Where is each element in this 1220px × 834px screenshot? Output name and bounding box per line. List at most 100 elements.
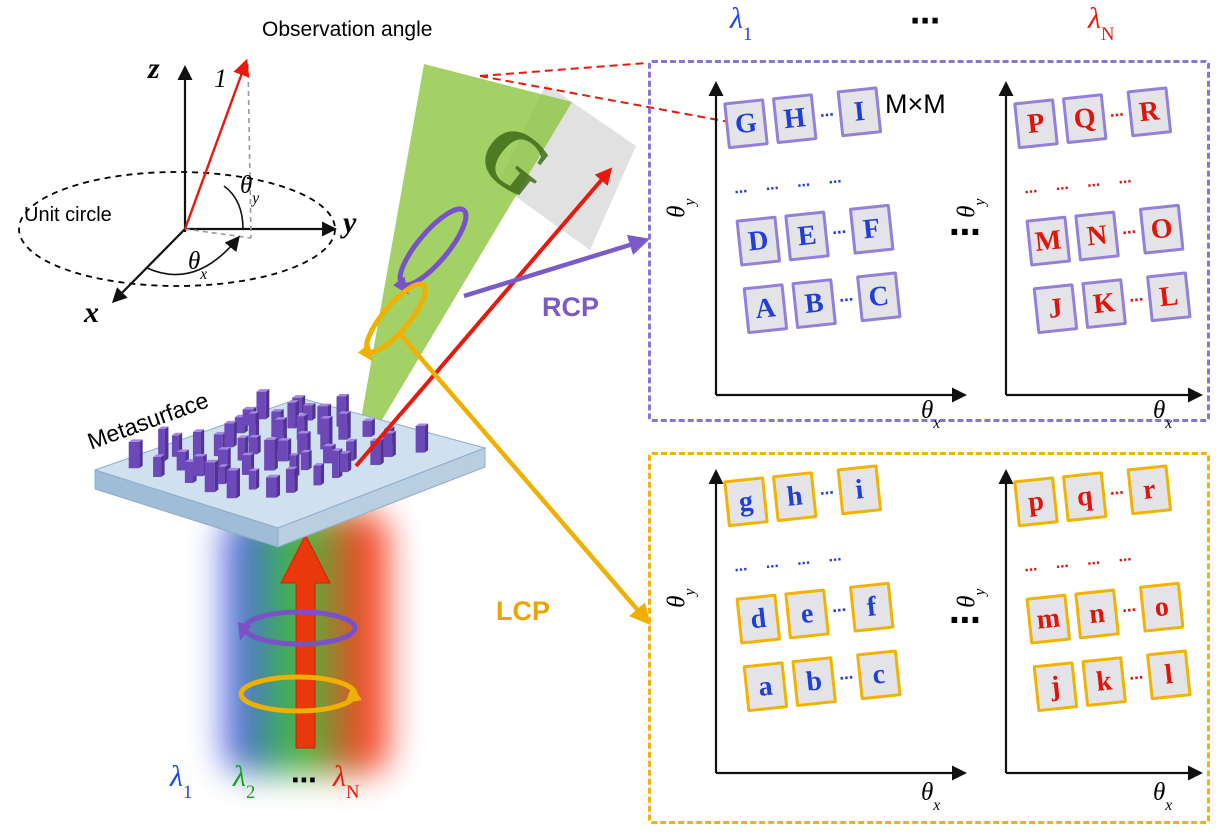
matrix-tile: q — [1061, 471, 1108, 523]
lcp-label: LCP — [496, 596, 550, 626]
lambda-sub: 1 — [183, 782, 193, 804]
nanopillar — [277, 440, 288, 462]
nanopillar — [176, 452, 186, 471]
lambda-symbol: λ — [170, 760, 183, 793]
matrix-tile: H — [771, 93, 818, 145]
z-axis-label: z — [148, 52, 160, 85]
matrix-tile: i — [836, 464, 883, 516]
theta-symbol: θ — [188, 248, 201, 275]
tile-row: j k ⋯ l — [1032, 649, 1192, 713]
lambda-sub: N — [346, 782, 360, 804]
header-lambda-N: λN — [1088, 2, 1114, 44]
nanopillar — [224, 423, 234, 448]
nanopillar — [256, 389, 270, 392]
lambda-ellipsis: ⋯ — [291, 766, 317, 796]
ellipsis: ⋯ — [1109, 106, 1125, 124]
theta-sub: y — [971, 588, 989, 596]
ellipsis: ⋯ — [1121, 601, 1138, 620]
ellipsis: ⋯ — [1128, 669, 1145, 687]
ellipsis: ⋯ — [1121, 223, 1138, 242]
matrix-tile: r — [1126, 464, 1173, 516]
matrix-tile: E — [784, 210, 830, 262]
lcp-left-theta-y: θy — [663, 589, 698, 608]
nanopillar — [347, 450, 352, 473]
nanopillar — [297, 430, 311, 434]
nanopillar — [320, 416, 333, 419]
nanopillar — [153, 456, 162, 477]
theta-sub: y — [252, 190, 260, 208]
tile-row: m n ⋯ o — [1025, 581, 1185, 645]
theta-y-arc — [223, 185, 244, 230]
nanopillar — [297, 433, 308, 455]
output-red-arrow — [354, 167, 613, 468]
projection-dashed-radial — [184, 228, 252, 239]
lambda-symbol: λ — [233, 760, 246, 793]
nanopillar — [255, 411, 260, 442]
matrix-tile: N — [1074, 210, 1120, 262]
matrix-tile: B — [791, 278, 837, 330]
lcp-left-theta-x: θx — [921, 779, 940, 814]
rcp-label: RCP — [542, 292, 600, 322]
lambda-2-label: λ2 — [233, 760, 255, 802]
nanopillar — [320, 418, 329, 450]
unit-length-label: 1 — [214, 64, 227, 93]
rcp-left-theta-x: θx — [921, 397, 940, 432]
nanopillar — [339, 450, 352, 454]
nanopillar — [353, 438, 357, 461]
unit-circle-label: Unit circle — [24, 204, 112, 226]
theta-sub: y — [681, 198, 699, 206]
projection-dashed-vertical — [247, 63, 252, 239]
ellipsis-row: ⋯ ⋯ ⋯ ⋯ — [733, 174, 845, 201]
nanopillar — [226, 470, 237, 499]
matrix-tile: D — [735, 215, 782, 267]
matrix-size-label: M×M — [885, 89, 946, 119]
nanopillar — [248, 434, 261, 438]
incident-rcp-ring-arrowhead — [238, 622, 252, 641]
tile-row: A B ⋯ C — [742, 271, 902, 335]
nanopillar — [328, 416, 333, 450]
nanopillar — [176, 449, 189, 453]
matrix-tile: M — [1025, 215, 1072, 267]
theta-symbol: θ — [663, 205, 691, 218]
nanopillar — [276, 474, 281, 498]
green-beam — [352, 64, 572, 470]
beam-lcp-arrowhead — [357, 343, 374, 362]
matrix-tile: f — [848, 581, 895, 633]
matrix-tile: F — [848, 203, 895, 255]
matrix-tile: a — [742, 661, 789, 713]
rcp-between-ellipsis: ⋯ — [949, 213, 981, 251]
ellipsis: ⋯ — [1128, 291, 1145, 309]
matrix-tile: n — [1074, 588, 1120, 640]
theta-symbol: θ — [1153, 397, 1166, 424]
nanopillar — [158, 426, 169, 430]
matrix-tile: I — [836, 86, 883, 138]
nanopillar — [153, 454, 165, 457]
theta-symbol: θ — [663, 595, 691, 608]
nanopillar — [289, 452, 300, 456]
rcp-pointer-arrow — [463, 234, 651, 299]
nanopillar — [266, 474, 281, 478]
nanopillar — [264, 437, 278, 440]
matrix-tile: d — [735, 593, 782, 645]
tile-row: P Q ⋯ R — [1013, 86, 1173, 150]
lambda-sub: 2 — [246, 782, 256, 804]
matrix-tile: A — [742, 283, 789, 335]
matrix-tile: k — [1081, 656, 1127, 708]
nanopillar — [415, 425, 425, 453]
nanopillar — [312, 402, 316, 421]
nanopillar — [285, 469, 295, 493]
nanopillar — [313, 465, 321, 486]
nanopillar — [303, 402, 316, 406]
theta-sub: x — [933, 797, 941, 815]
matrix-tile: p — [1013, 476, 1059, 528]
nanopillar — [266, 477, 277, 498]
nanopillar — [204, 459, 219, 463]
nanopillar — [204, 462, 215, 493]
zoom-dashed-line-bottom — [479, 75, 752, 127]
ellipsis: ⋯ — [819, 484, 835, 502]
coordinate-system — [18, 58, 337, 304]
matrix-tile: m — [1025, 593, 1072, 645]
header-lambda-1: λ1 — [730, 2, 752, 44]
theta-symbol: θ — [240, 172, 253, 199]
